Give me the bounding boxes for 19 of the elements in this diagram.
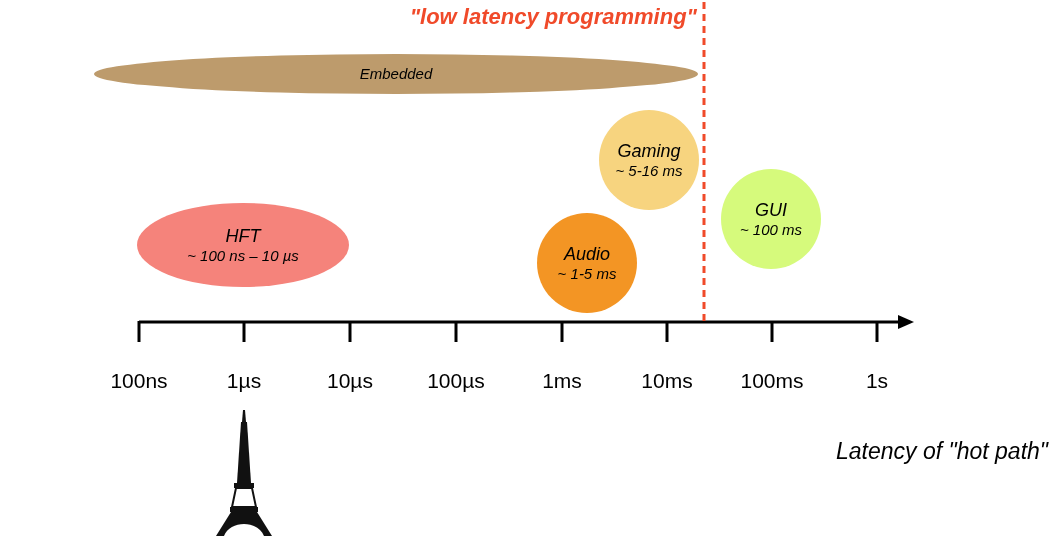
category-name: Embedded bbox=[359, 65, 433, 83]
category-name: HFT bbox=[225, 226, 261, 247]
tick-label: 100µs bbox=[427, 369, 485, 393]
category-name: Audio bbox=[563, 244, 610, 265]
tick-label: 1µs bbox=[226, 369, 262, 393]
tick-label: 10ms bbox=[641, 369, 693, 393]
latency-range: ~ 1-5 ms bbox=[557, 264, 617, 282]
tick-label: 1ms bbox=[542, 369, 582, 393]
category-name: Gaming bbox=[617, 141, 681, 162]
tick-label: 100ms bbox=[740, 369, 804, 393]
tick-label: 10µs bbox=[327, 369, 373, 393]
category-name: GUI bbox=[755, 200, 787, 221]
tick-label: 100ns bbox=[110, 369, 168, 393]
title: "low latency programming" bbox=[409, 4, 697, 30]
latency-range: ~ 100 ns – 10 µs bbox=[187, 246, 299, 264]
tick-label: 1s bbox=[865, 369, 889, 393]
latency-range: ~ 100 ms bbox=[739, 220, 803, 238]
latency-range: ~ 5-16 ms bbox=[615, 161, 683, 179]
axis-title: Latency of "hot path" bbox=[836, 438, 1048, 465]
